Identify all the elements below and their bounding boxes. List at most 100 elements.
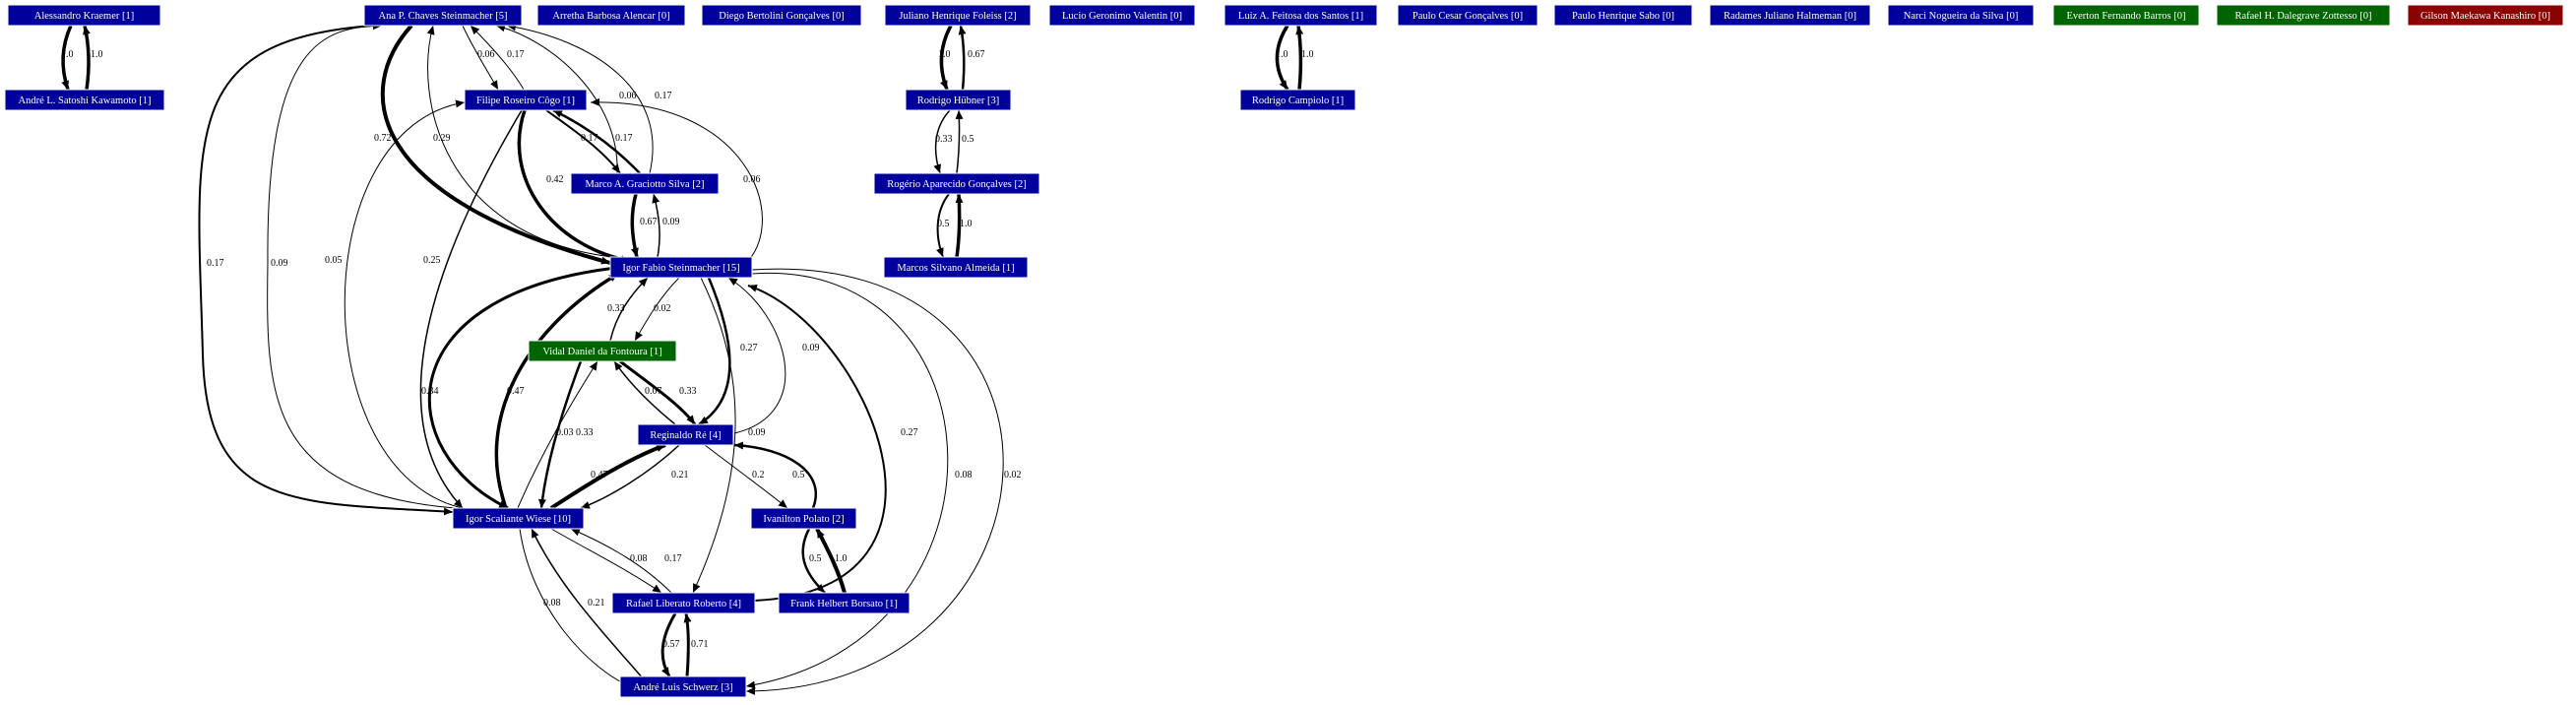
- edge-weight-label: 1.0: [835, 553, 848, 564]
- node-radames[interactable]: Radames Juliano Halmeman [0]: [1709, 4, 1871, 27]
- edge-line: [1275, 25, 1289, 91]
- node-andrels[interactable]: André L. Satoshi Kawamoto [1]: [4, 89, 165, 111]
- edge-weight-label: 0.5: [809, 553, 822, 564]
- node-narci[interactable]: Narci Nogueira da Silva [0]: [1887, 4, 2035, 27]
- node-luiz[interactable]: Luiz A. Feitosa dos Santos [1]: [1224, 4, 1378, 27]
- edge-weight-label: 0.02: [654, 303, 671, 314]
- edge-weight-label: 0.42: [546, 174, 564, 185]
- edge-line: [634, 277, 680, 342]
- edge-weight-label: 0.57: [662, 639, 680, 650]
- node-juliano[interactable]: Juliano Henrique Foleiss [2]: [884, 4, 1032, 27]
- node-lucio[interactable]: Lucio Geronimo Valentin [0]: [1048, 4, 1196, 27]
- edge-weight-label: 0.17: [615, 133, 633, 144]
- edge-e_mas_fil: 0.17: [552, 108, 641, 174]
- edge-weight-label: 0.27: [901, 427, 918, 438]
- edge-line: [698, 277, 731, 426]
- node-box: [363, 4, 523, 27]
- node-box: [637, 423, 734, 446]
- edge-line: [652, 193, 660, 258]
- node-marco[interactable]: Marco A. Graciotto Silva [2]: [570, 172, 720, 195]
- edge-weight-label: 0.5: [937, 219, 950, 229]
- edge-weight-label: 0.33: [935, 134, 953, 145]
- node-igor[interactable]: Igor Fabio Steinmacher [15]: [609, 256, 753, 279]
- node-box: [570, 172, 720, 195]
- node-label: Rodrigo Hübner [3]: [917, 96, 999, 106]
- edge-line: [570, 528, 672, 594]
- edge-e_igor_and: 0.08: [745, 273, 973, 689]
- edge-e_rog_mar: 0.5: [936, 193, 950, 258]
- node-rafaell[interactable]: Rafael Liberato Roberto [4]: [611, 592, 756, 614]
- edge-weight-label: 1.0: [91, 49, 103, 60]
- node-vidal[interactable]: Vidal Daniel da Fontoura [1]: [528, 340, 677, 362]
- node-box: [2216, 4, 2391, 27]
- node-andreluis[interactable]: André Luis Schwerz [3]: [619, 675, 747, 698]
- node-ivanilton[interactable]: Ivanilton Polato [2]: [750, 507, 857, 530]
- node-igorsw[interactable]: Igor Scaliante Wiese [10]: [452, 507, 585, 530]
- node-paulohenrique[interactable]: Paulo Henrique Sabo [0]: [1553, 4, 1693, 27]
- edge-e_vid_isw: 0.33: [537, 360, 594, 509]
- node-alessandro[interactable]: Alessandro Kraemer [1]: [7, 4, 161, 27]
- edge-line: [683, 612, 692, 677]
- edge-e_fil_mas: 0.17: [545, 109, 621, 174]
- edge-e_rl_igor: 0.27: [747, 285, 918, 602]
- node-marcos[interactable]: Marcos Silvano Almeida [1]: [883, 256, 1029, 279]
- node-reginaldo[interactable]: Reginaldo Ré [4]: [637, 423, 734, 446]
- edge-line: [198, 25, 454, 516]
- edge-line: [550, 528, 662, 594]
- edge-weight-label: 0.09: [802, 343, 820, 353]
- edge-weight-label: 0.67: [640, 217, 658, 227]
- edge-line: [733, 441, 817, 509]
- edge-e_igor_vid: 0.02: [634, 277, 680, 342]
- edge-e_luiz_rc: 1.0: [1275, 25, 1289, 91]
- node-filipe[interactable]: Filipe Roseiro Côgo [1]: [464, 89, 588, 111]
- edge-e_iv_reg: 0.5: [733, 441, 817, 509]
- edge-e_and_alek: 1.0: [83, 25, 103, 91]
- edge-weight-label: 0.21: [588, 598, 605, 609]
- node-label: Rafael H. Dalegrave Zottesso [0]: [2234, 11, 2371, 22]
- edge-line: [1295, 25, 1304, 91]
- edge-line: [517, 109, 631, 264]
- node-box: [611, 592, 756, 614]
- edge-weight-label: 0.09: [271, 258, 288, 269]
- edge-e_iv_fr: 0.5: [801, 528, 826, 594]
- node-rodrigoh[interactable]: Rodrigo Hübner [3]: [905, 89, 1012, 111]
- edge-e_reg_isw: 0.21: [580, 444, 689, 509]
- node-label: Rodrigo Campiolo [1]: [1252, 96, 1344, 106]
- node-gilson[interactable]: Gilson Maekawa Kanashiro [0]: [2407, 4, 2564, 27]
- edge-weight-label: 0.02: [1004, 470, 1022, 481]
- edge-line: [939, 25, 953, 91]
- node-box: [2052, 4, 2200, 27]
- edge-line: [495, 24, 618, 174]
- node-frank[interactable]: Frank Helbert Borsato [1]: [778, 592, 911, 614]
- node-arretha[interactable]: Arretha Barbosa Alencar [0]: [536, 4, 686, 27]
- edge-e_isw_reg: 0.47: [549, 443, 666, 510]
- edge-line: [704, 444, 788, 509]
- edge-line: [267, 22, 456, 509]
- node-everton[interactable]: Everton Fernando Barros [0]: [2052, 4, 2200, 27]
- node-label: André Luis Schwerz [3]: [633, 682, 732, 693]
- node-label: Radames Juliano Halmeman [0]: [1724, 11, 1856, 22]
- node-label: Diego Bertolini Gonçalves [0]: [719, 11, 844, 22]
- edge-e_alek_and: 1.0: [61, 25, 74, 91]
- edge-e_rl_and: 0.57: [660, 612, 680, 677]
- node-rodrigoc[interactable]: Rodrigo Campiolo [1]: [1239, 89, 1356, 111]
- node-box: [528, 340, 677, 362]
- edge-e_rod_rog: 0.33: [933, 109, 953, 174]
- node-paulocesar[interactable]: Paulo Cesar Gonçalves [0]: [1397, 4, 1539, 27]
- edge-e_isw_igor: 0.47: [494, 272, 619, 509]
- edge-weight-label: 1.0: [61, 49, 74, 60]
- edge-e_rog_rod: 0.5: [955, 109, 974, 174]
- edge-weight-label: 0.06: [743, 174, 761, 185]
- node-label: Juliano Henrique Foleiss [2]: [899, 11, 1016, 22]
- edge-line: [619, 359, 697, 425]
- node-rogerio[interactable]: Rogério Aparecido Gonçalves [2]: [873, 172, 1040, 195]
- node-box: [905, 89, 1012, 111]
- edge-e_fil_igor: 0.42: [517, 109, 631, 264]
- node-rafaelh[interactable]: Rafael H. Dalegrave Zottesso [0]: [2216, 4, 2391, 27]
- node-diego[interactable]: Diego Bertolini Gonçalves [0]: [701, 4, 862, 27]
- edge-weight-label: 0.33: [607, 303, 625, 314]
- node-box: [7, 4, 161, 27]
- node-ana[interactable]: Ana P. Chaves Steinmacher [5]: [363, 4, 523, 27]
- edge-weight-label: 0.33: [576, 427, 594, 438]
